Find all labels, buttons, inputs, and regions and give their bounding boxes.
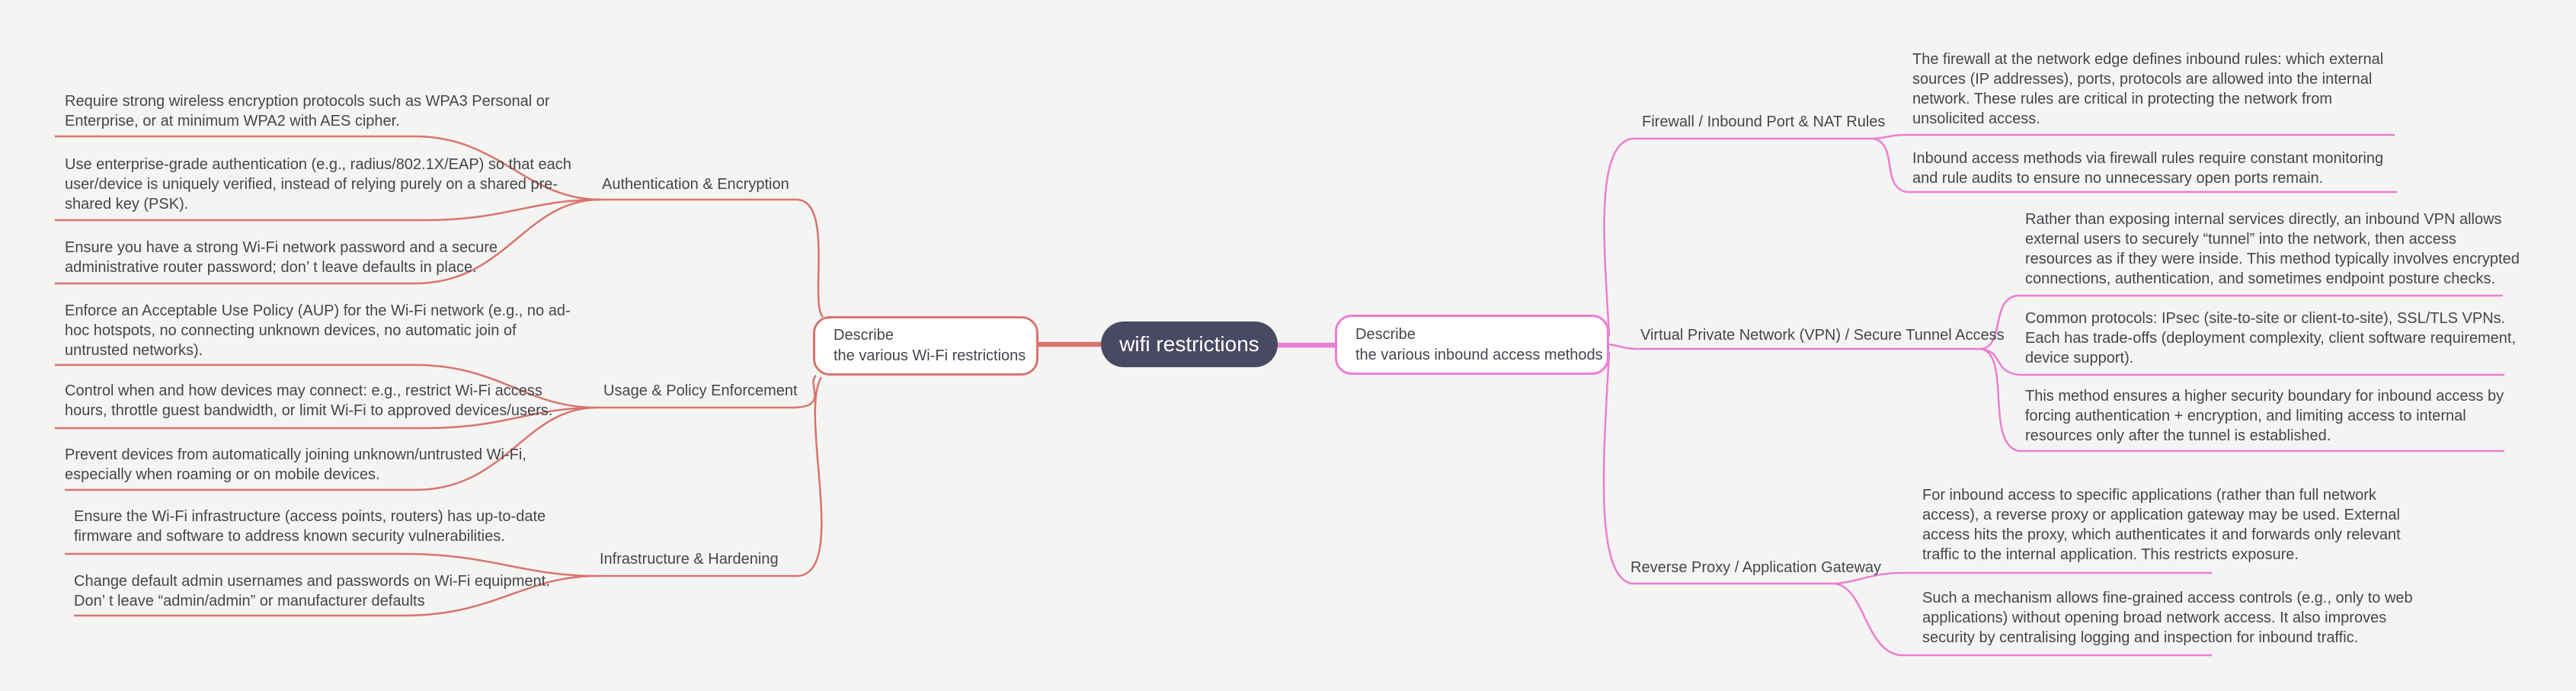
- left-root-topic[interactable]: Describe the various Wi-Fi restrictions: [813, 316, 1038, 376]
- topic-strong-encryption[interactable]: Require strong wireless encryption proto…: [65, 93, 550, 130]
- topic-strong-passwords[interactable]: Ensure you have a strong Wi-Fi network p…: [65, 239, 498, 276]
- topic-change-default-credentials[interactable]: Change default admin usernames and passw…: [74, 573, 550, 609]
- branch-vpn-secure-tunnel[interactable]: Virtual Private Network (VPN) / Secure T…: [1640, 327, 2005, 344]
- branch-firewall-nat-rules[interactable]: Firewall / Inbound Port & NAT Rules: [1642, 114, 1886, 130]
- branch-authentication-encryption[interactable]: Authentication & Encryption: [602, 176, 789, 193]
- topic-reverse-proxy-usage[interactable]: For inbound access to specific applicati…: [1922, 487, 2401, 563]
- topic-firmware-updates[interactable]: Ensure the Wi-Fi infrastructure (access …: [74, 508, 546, 545]
- branch-infrastructure-hardening[interactable]: Infrastructure & Hardening: [600, 551, 779, 568]
- branch-usage-policy-enforcement[interactable]: Usage & Policy Enforcement: [603, 382, 798, 399]
- topic-prevent-auto-join[interactable]: Prevent devices from automatically joini…: [65, 446, 526, 483]
- topic-vpn-tunnel-access[interactable]: Rather than exposing internal services d…: [2025, 211, 2520, 287]
- topic-reverse-proxy-benefits[interactable]: Such a mechanism allows fine-grained acc…: [1922, 590, 2413, 646]
- topic-vpn-security-boundary[interactable]: This method ensures a higher security bo…: [2025, 388, 2504, 444]
- topic-firewall-inbound-rules[interactable]: The firewall at the network edge defines…: [1912, 51, 2384, 127]
- topic-acceptable-use-policy[interactable]: Enforce an Acceptable Use Policy (AUP) f…: [65, 302, 571, 359]
- topic-connection-controls[interactable]: Control when and how devices may connect…: [65, 382, 553, 419]
- topic-enterprise-authentication[interactable]: Use enterprise-grade authentication (e.g…: [65, 156, 571, 213]
- right-root-topic[interactable]: Describe the various inbound access meth…: [1335, 315, 1609, 375]
- central-topic[interactable]: wifi restrictions: [1101, 322, 1278, 367]
- topic-firewall-monitoring[interactable]: Inbound access methods via firewall rule…: [1912, 150, 2384, 187]
- branch-reverse-proxy-gateway[interactable]: Reverse Proxy / Application Gateway: [1630, 559, 1882, 576]
- topic-vpn-protocols[interactable]: Common protocols: IPsec (site-to-site or…: [2025, 310, 2517, 366]
